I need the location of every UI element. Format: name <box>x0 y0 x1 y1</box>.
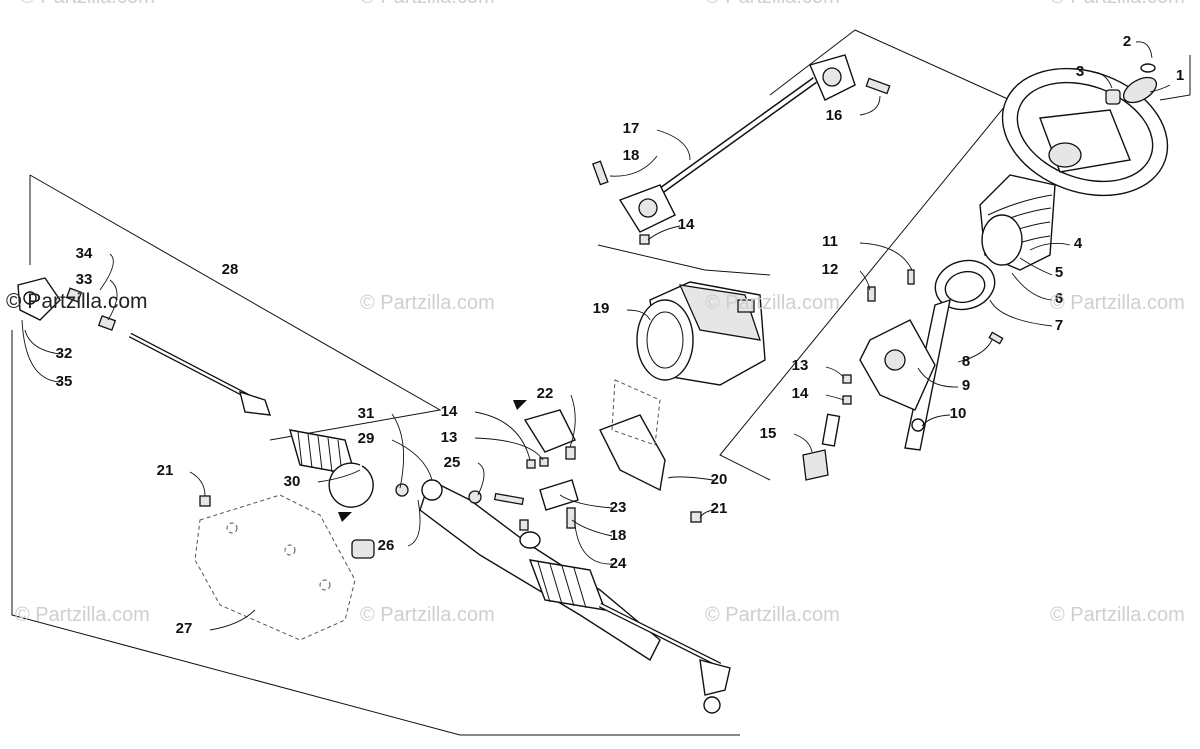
column-boot <box>979 174 1056 271</box>
callout-14-13: 14 <box>792 385 809 402</box>
callout-14-18: 14 <box>678 216 695 233</box>
callout-21-33: 21 <box>157 462 174 479</box>
callout-4-3: 4 <box>1074 235 1083 252</box>
watermark-7: © Partzilla.com <box>15 604 150 626</box>
callout-14-21: 14 <box>441 403 458 420</box>
callout-1-0: 1 <box>1176 67 1184 84</box>
callout-10-9: 10 <box>950 405 967 422</box>
watermark-1: © Partzilla.com <box>360 0 495 9</box>
callout-33-37: 33 <box>76 271 93 288</box>
watermark-10: © Partzilla.com <box>1050 604 1185 626</box>
callout-2-1: 2 <box>1123 33 1131 50</box>
rack-and-pinion <box>128 332 731 714</box>
callout-5-4: 5 <box>1055 264 1063 281</box>
callout-7-6: 7 <box>1055 317 1063 334</box>
frame-mount-outline <box>194 494 356 641</box>
horn-cap-and-nut <box>1105 63 1158 105</box>
callout-15-14: 15 <box>760 425 777 442</box>
callout-35-39: 35 <box>56 373 73 390</box>
watermark-9: © Partzilla.com <box>705 604 840 626</box>
callout-13-12: 13 <box>792 357 809 374</box>
callout-27-34: 27 <box>176 620 193 637</box>
callout-11-10: 11 <box>822 233 838 250</box>
callout-9-8: 9 <box>962 377 970 394</box>
watermark-4: © Partzilla.com <box>360 292 495 314</box>
watermark-5: © Partzilla.com <box>705 292 840 314</box>
watermark-2: © Partzilla.com <box>705 0 840 9</box>
callout-31-29: 31 <box>358 405 375 422</box>
intermediate-shaft <box>591 54 891 245</box>
callout-30-31: 30 <box>284 473 301 490</box>
callout-21-28: 21 <box>711 500 728 517</box>
callout-16-15: 16 <box>826 107 843 124</box>
watermark-main: © Partzilla.com <box>6 290 148 313</box>
steering-column <box>802 269 1004 481</box>
watermark-0: © Partzilla.com <box>20 0 155 9</box>
callout-numbers: 1234567891011121314151617181419221413252… <box>56 33 1185 637</box>
callout-24-26: 24 <box>610 555 627 572</box>
eps-motor-unit <box>636 281 766 386</box>
callout-19-19: 19 <box>593 300 610 317</box>
callout-26-32: 26 <box>378 537 395 554</box>
callout-32-38: 32 <box>56 345 73 362</box>
callout-29-30: 29 <box>358 430 375 447</box>
callout-18-25: 18 <box>610 527 627 544</box>
callout-25-23: 25 <box>444 454 461 471</box>
callout-34-36: 34 <box>76 245 93 262</box>
tie-rod-end <box>17 277 117 331</box>
callout-17-16: 17 <box>623 120 640 137</box>
callout-22-20: 22 <box>537 385 554 402</box>
callout-18-17: 18 <box>623 147 640 164</box>
leader-lines <box>21 41 1171 631</box>
callout-8-7: 8 <box>962 353 970 370</box>
front-direction-arrow-lower <box>338 512 352 522</box>
callout-28-35: 28 <box>222 261 239 278</box>
watermark-6: © Partzilla.com <box>1050 292 1185 314</box>
callout-13-22: 13 <box>441 429 458 446</box>
bezel-ring <box>934 259 996 311</box>
watermark-3: © Partzilla.com <box>1050 0 1185 9</box>
mounting-brackets <box>519 379 702 531</box>
callout-12-11: 12 <box>822 261 839 278</box>
watermark-8: © Partzilla.com <box>360 604 495 626</box>
callout-3-2: 3 <box>1076 63 1084 80</box>
callout-20-27: 20 <box>711 471 728 488</box>
callout-6-5: 6 <box>1055 290 1063 307</box>
front-direction-arrow <box>513 400 527 410</box>
callout-23-24: 23 <box>610 499 627 516</box>
